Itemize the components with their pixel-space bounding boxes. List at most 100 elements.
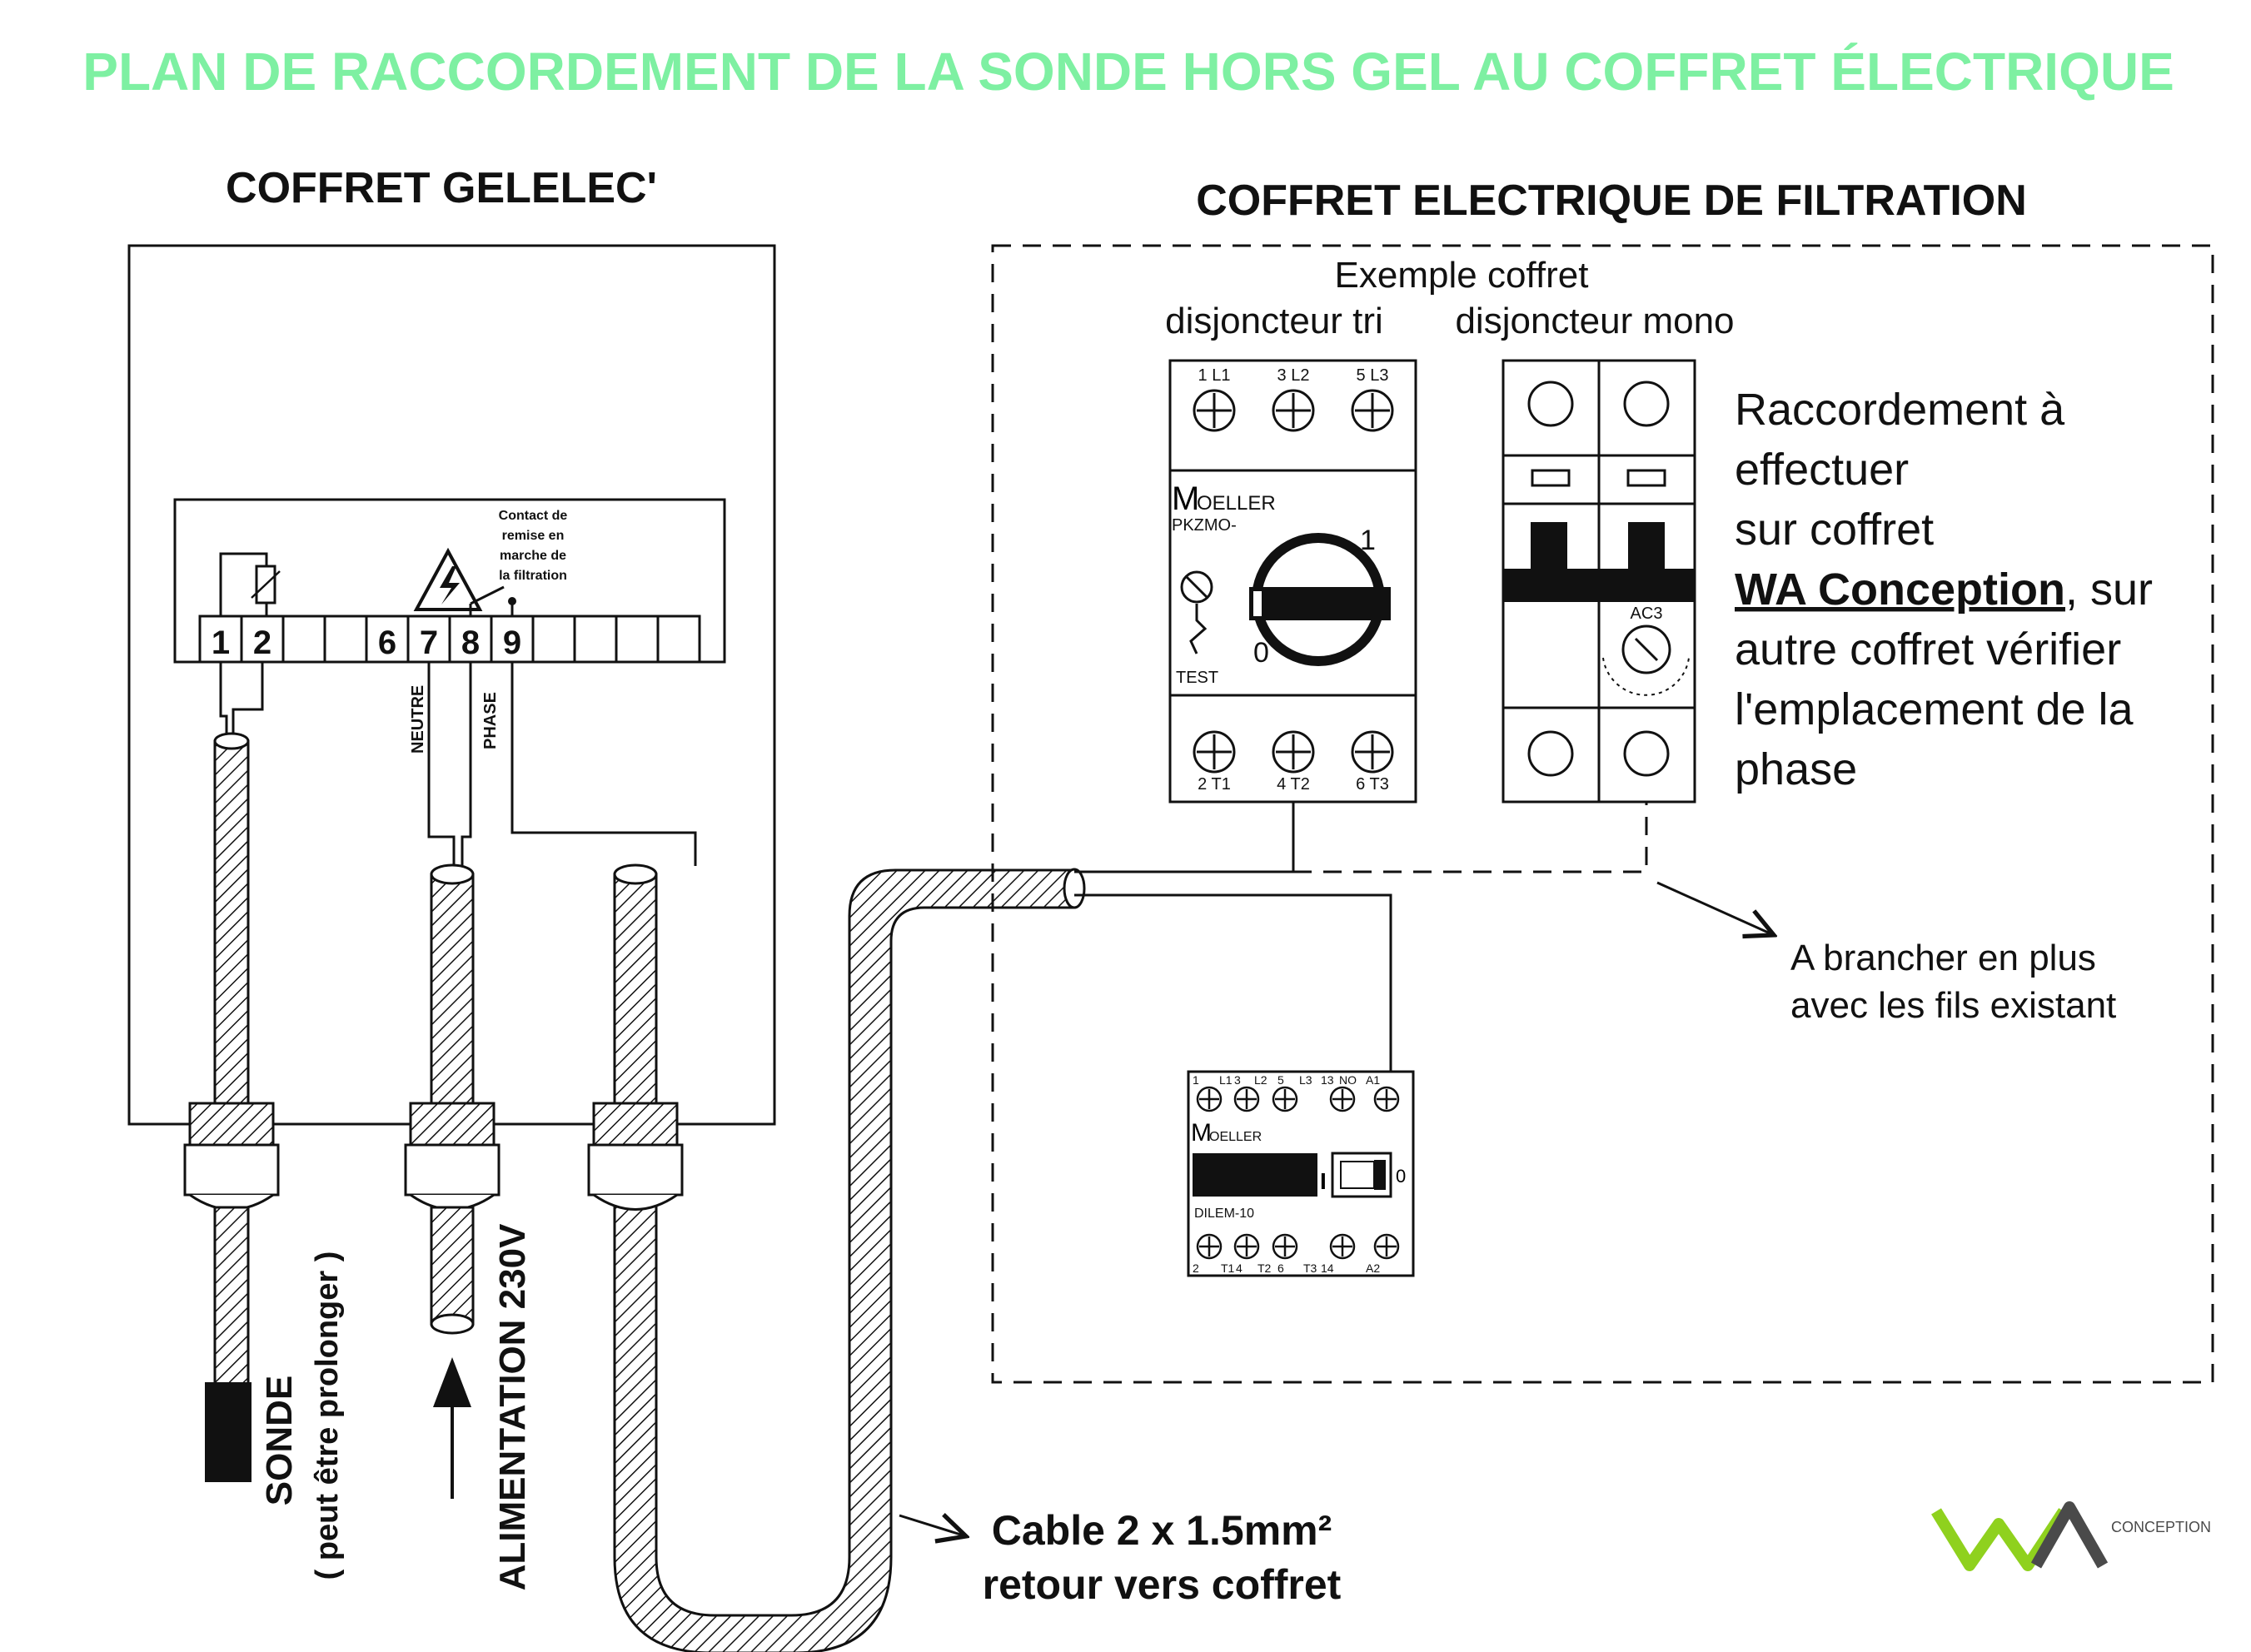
svg-text:sur coffret: sur coffret [1735, 505, 1934, 555]
up-arrow-icon [433, 1357, 471, 1499]
thermistor-icon [219, 552, 281, 616]
page-title: PLAN DE RACCORDEMENT DE LA SONDE HORS GE… [82, 42, 2174, 102]
contact-label: Contact de remise en marche de la filtra… [499, 509, 568, 583]
svg-text:0: 0 [1396, 1166, 1406, 1187]
svg-text:3 L2: 3 L2 [1277, 366, 1310, 385]
svg-text:la filtration: la filtration [499, 569, 567, 583]
svg-text:OELLER: OELLER [1197, 492, 1276, 515]
annotation-line-1: A brancher en plus [1790, 938, 2096, 978]
return-cable [587, 863, 1086, 1652]
svg-text:2: 2 [1193, 1261, 1199, 1275]
svg-text:NO: NO [1339, 1073, 1357, 1087]
return-wire-9 [510, 662, 697, 866]
contactor-wire [1074, 893, 1392, 1072]
terminal-7: 7 [420, 624, 438, 661]
svg-text:L1: L1 [1219, 1073, 1233, 1087]
right-heading: COFFRET ELECTRIQUE DE FILTRATION [1196, 177, 2027, 225]
mono-wire-dashed [1293, 802, 1648, 873]
svg-text:l'emplacement de la: l'emplacement de la [1735, 684, 2134, 734]
cable-arrow-icon [899, 1515, 966, 1536]
wa-conception-logo: CONCEPTION [1931, 1501, 2211, 1571]
sonde-wire-a [219, 662, 228, 737]
sonde-label: SONDE [259, 1376, 300, 1505]
note-bold: WA Conception [1735, 565, 2065, 615]
svg-text:6 T3: 6 T3 [1356, 775, 1389, 794]
svg-text:A2: A2 [1366, 1261, 1380, 1275]
svg-text:marche de: marche de [500, 549, 566, 563]
svg-text:2 T1: 2 T1 [1198, 775, 1231, 794]
connection-note: Raccordement à effectuer sur coffret WA … [1735, 385, 2153, 794]
svg-text:Raccordement à: Raccordement à [1735, 385, 2065, 435]
svg-text:6: 6 [1277, 1261, 1284, 1275]
svg-text:AC3: AC3 [1631, 605, 1663, 623]
svg-text:L2: L2 [1254, 1073, 1267, 1087]
svg-text:3: 3 [1234, 1073, 1241, 1087]
svg-text:M: M [1172, 480, 1199, 517]
example-label: Exemple coffret [1335, 255, 1589, 296]
svg-text:T3: T3 [1303, 1261, 1317, 1275]
svg-text:OELLER: OELLER [1209, 1130, 1262, 1144]
test-button-icon [1180, 570, 1213, 654]
mono-breaker: AC3 [1501, 359, 1696, 804]
note-after-bold: , sur [2065, 565, 2153, 615]
svg-text:DILEM-10: DILEM-10 [1194, 1207, 1254, 1221]
svg-text:5: 5 [1277, 1073, 1284, 1087]
svg-text:1: 1 [1193, 1073, 1199, 1087]
cable-label-1: Cable 2 x 1.5mm² [992, 1507, 1332, 1554]
rating-dial-icon [1602, 624, 1690, 696]
annotation-line-2: avec les fils existant [1790, 985, 2116, 1026]
svg-text:I: I [1320, 1168, 1327, 1194]
terminal-9: 9 [503, 624, 521, 661]
terminal-6: 6 [378, 624, 396, 661]
danger-icon [413, 547, 483, 611]
tri-breaker: 1 L1 3 L2 5 L3 2 T1 4 T2 6 T3 M OELLER P… [1168, 359, 1417, 804]
svg-text:TEST: TEST [1176, 669, 1218, 687]
mono-label: disjoncteur mono [1455, 301, 1734, 341]
neutre-label: NEUTRE [409, 685, 427, 754]
svg-text:M: M [1191, 1119, 1212, 1147]
screw-icon [1196, 1086, 1400, 1260]
sonde-wire-b [232, 662, 264, 737]
svg-text:14: 14 [1321, 1261, 1334, 1275]
svg-text:effectuer: effectuer [1735, 445, 1909, 495]
tri-label: disjoncteur tri [1165, 301, 1383, 341]
svg-text:1 L1: 1 L1 [1198, 366, 1231, 385]
svg-text:phase: phase [1735, 744, 1857, 794]
svg-text:WA Conception, sur: WA Conception, sur [1735, 565, 2153, 615]
rotary-dial-icon [1249, 533, 1391, 666]
filtration-box [991, 244, 2214, 1384]
alimentation-label: ALIMENTATION 230V [492, 1223, 533, 1591]
contact-switch-icon [469, 585, 516, 616]
svg-text:5 L3: 5 L3 [1357, 366, 1389, 385]
contactor: 1 L1 3 L2 5 L3 13 NO A1 M OELLER I [1187, 1070, 1415, 1277]
terminal-1: 1 [212, 624, 230, 661]
svg-text:4: 4 [1236, 1261, 1243, 1275]
svg-text:T2: T2 [1257, 1261, 1272, 1275]
svg-text:Contact de: Contact de [499, 509, 568, 523]
left-heading: COFFRET GELELEC' [226, 164, 657, 212]
terminal-8: 8 [461, 624, 480, 661]
phase-wire-feed [461, 662, 472, 866]
svg-text:0: 0 [1253, 637, 1269, 669]
sonde-cable [183, 732, 280, 1482]
sonde-note: ( peut être prolonger ) [310, 1251, 345, 1580]
svg-text:A1: A1 [1366, 1073, 1380, 1087]
svg-text:remise en: remise en [502, 529, 565, 543]
sonde-probe-icon [205, 1382, 251, 1482]
svg-text:L3: L3 [1299, 1073, 1312, 1087]
svg-text:4 T2: 4 T2 [1277, 775, 1310, 794]
svg-text:CONCEPTION: CONCEPTION [2111, 1519, 2211, 1535]
svg-text:autre coffret vérifier: autre coffret vérifier [1735, 624, 2121, 674]
cable-label-2: retour vers coffret [983, 1561, 1342, 1608]
svg-text:1: 1 [1360, 525, 1376, 556]
screw-icon [1193, 389, 1394, 774]
svg-text:13: 13 [1321, 1073, 1334, 1087]
terminal-strip: 1 2 6 7 8 9 [198, 615, 701, 664]
terminal-2: 2 [253, 624, 271, 661]
alimentation-cable [404, 863, 500, 1335]
tri-wire [1074, 802, 1295, 873]
phase-label: PHASE [481, 692, 500, 749]
annotation-arrow-icon [1656, 881, 1774, 935]
neutral-wire [427, 662, 456, 866]
